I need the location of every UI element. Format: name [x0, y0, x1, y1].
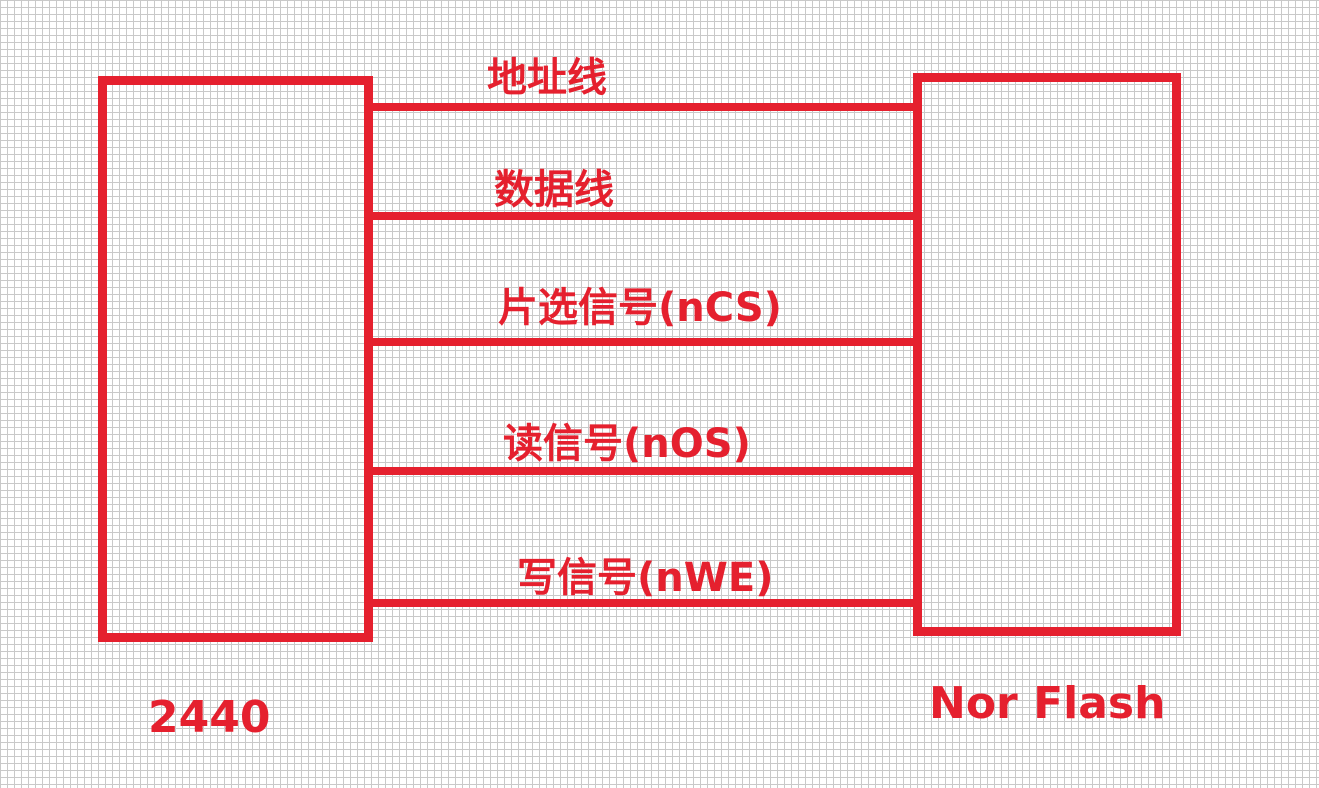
- address-bus-line: [368, 103, 918, 111]
- write-signal-label: 写信号(nWE): [517, 555, 774, 601]
- read-signal-line: [368, 467, 918, 475]
- nor-flash-box: [913, 73, 1181, 636]
- chip-2440-caption: 2440: [148, 692, 271, 743]
- chip-2440-box: [98, 76, 373, 642]
- nor-flash-caption: Nor Flash: [929, 678, 1166, 729]
- chip-select-label: 片选信号(nCS): [498, 285, 782, 331]
- chip-select-line: [368, 338, 918, 346]
- data-bus-label: 数据线: [494, 167, 614, 213]
- address-bus-label: 地址线: [487, 55, 607, 101]
- read-signal-label: 读信号(nOS): [503, 421, 751, 467]
- write-signal-line: [368, 599, 918, 607]
- data-bus-line: [368, 212, 918, 220]
